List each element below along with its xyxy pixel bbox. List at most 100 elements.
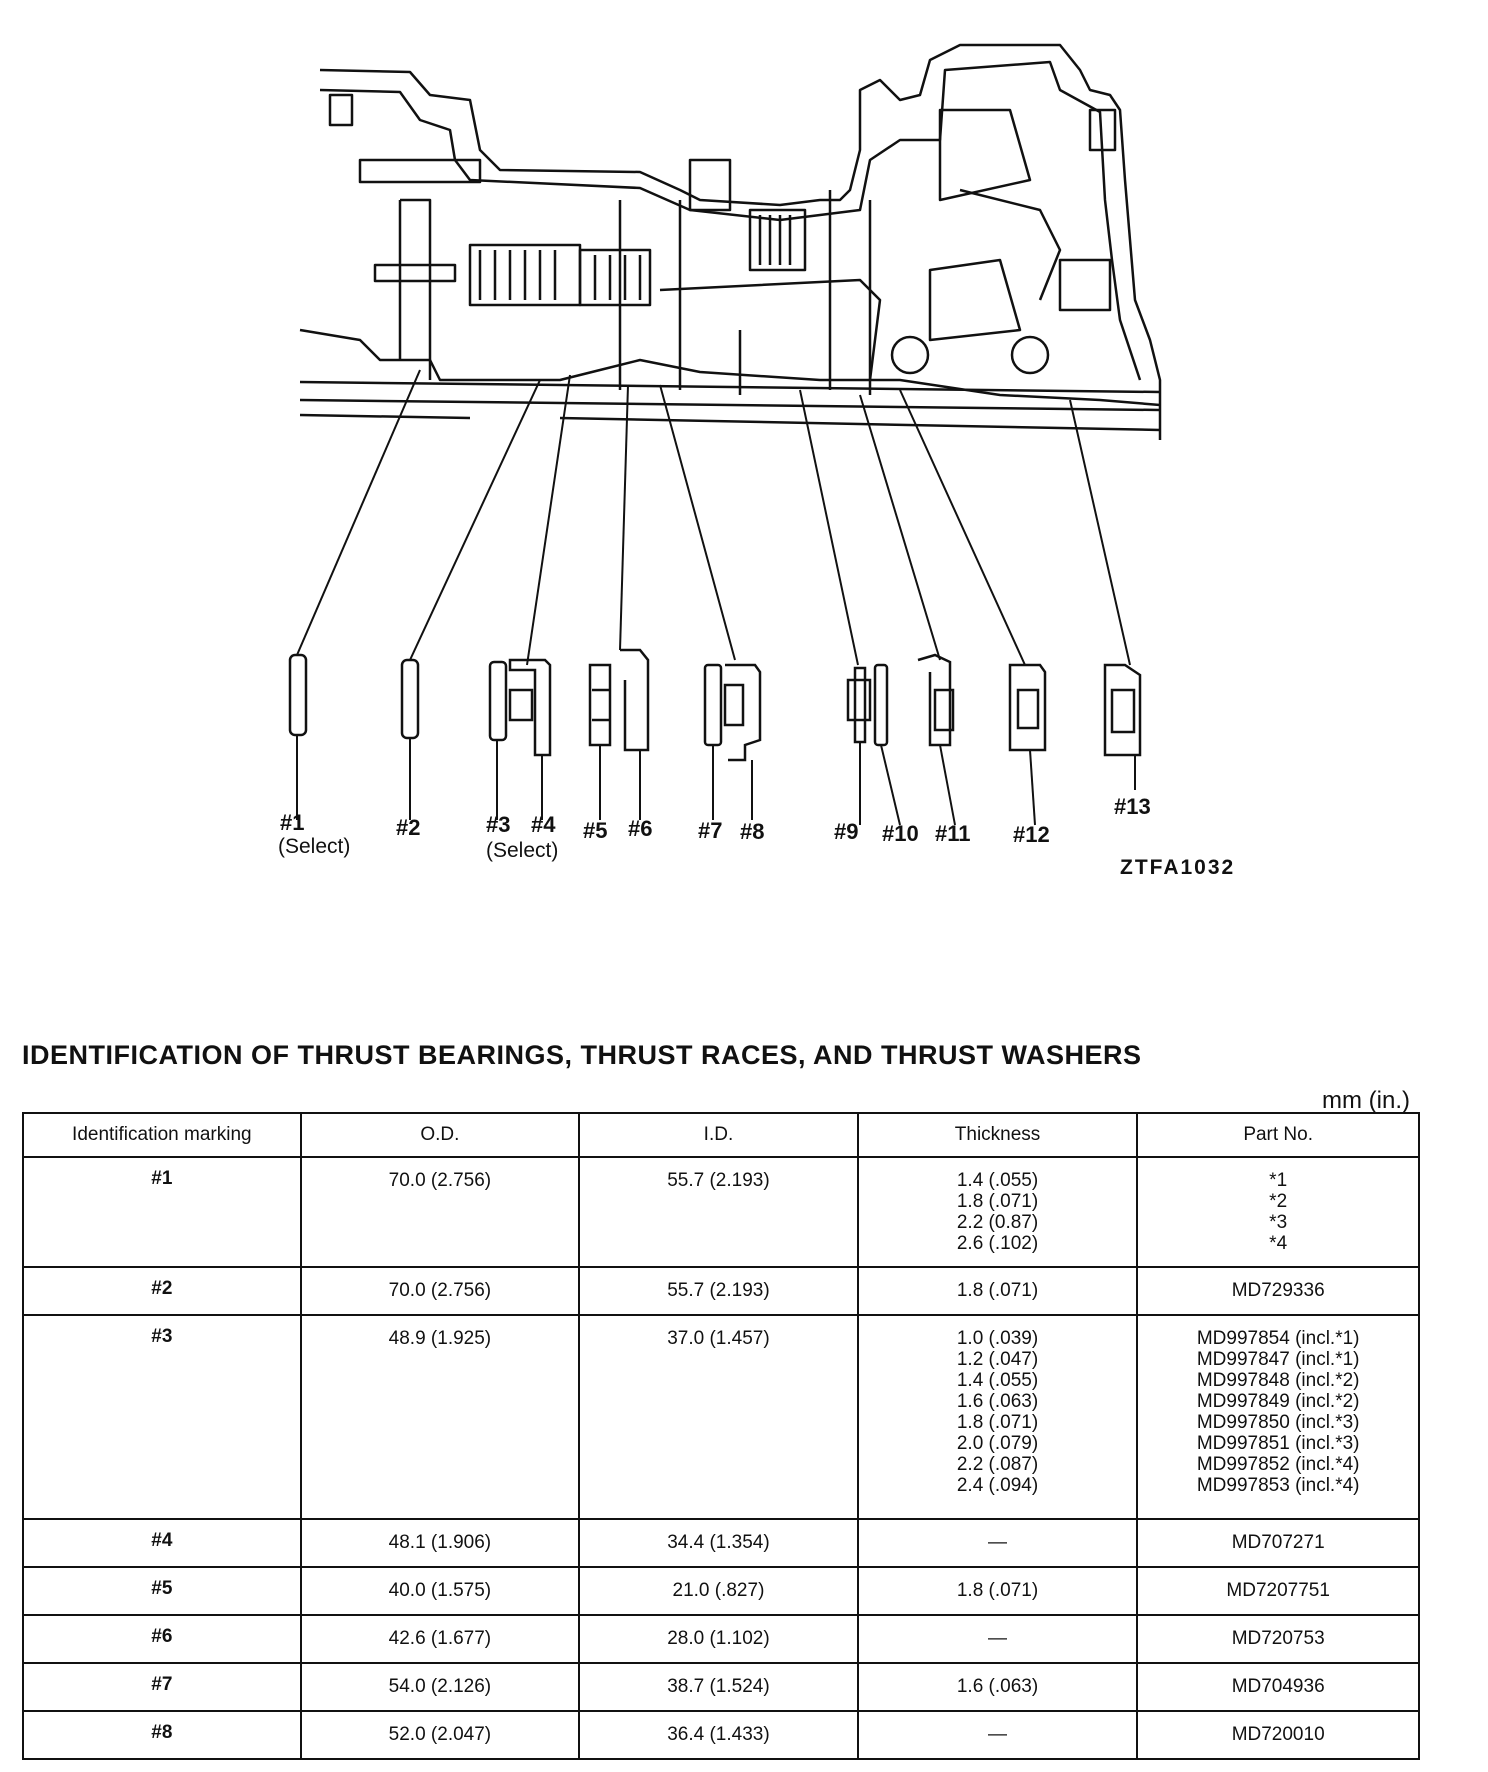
- callout-1: #1: [280, 810, 305, 835]
- thickness-value: 1.6 (.063): [956, 1391, 1039, 1412]
- part-2-shape: [400, 658, 420, 740]
- thickness-value: 2.2 (0.87): [956, 1212, 1039, 1233]
- callout-12: #12: [1013, 822, 1050, 847]
- table-row: #5 40.0 (1.575) 21.0 (.827) 1.8 (.071) M…: [22, 1566, 1420, 1616]
- callout-10: #10: [882, 821, 919, 846]
- part-no-value: *1: [1269, 1170, 1288, 1191]
- callout-6: #6: [628, 816, 653, 841]
- part-3-shape: [488, 660, 508, 742]
- callout-1-note: (Select): [278, 835, 351, 858]
- cell-mark: #2: [22, 1266, 302, 1316]
- part-no-value: *2: [1269, 1191, 1288, 1212]
- thickness-value: 1.0 (.039): [956, 1328, 1039, 1349]
- cell-part-no: MD720753: [1136, 1614, 1420, 1664]
- cell-id: 34.4 (1.354): [578, 1518, 859, 1568]
- part-no-value: *3: [1269, 1212, 1288, 1233]
- cell-thickness: 1.0 (.039) 1.2 (.047) 1.4 (.055) 1.6 (.0…: [856, 1314, 1139, 1520]
- table-row: #6 42.6 (1.677) 28.0 (1.102) — MD720753: [22, 1614, 1420, 1664]
- cell-od: 40.0 (1.575): [299, 1566, 581, 1616]
- cell-mark: #8: [22, 1710, 302, 1760]
- cell-mark: #4: [22, 1518, 302, 1568]
- units-label: mm (in.): [1322, 1087, 1410, 1114]
- cell-mark: #6: [22, 1614, 302, 1664]
- cell-thickness: —: [856, 1710, 1139, 1760]
- cell-thickness: —: [856, 1614, 1139, 1664]
- callout-4: #4: [531, 812, 556, 837]
- part-11-shape: [917, 653, 952, 747]
- part-no-value: MD997849 (incl.*2): [1196, 1391, 1360, 1412]
- table-row: #3 48.9 (1.925) 37.0 (1.457) 1.0 (.039) …: [22, 1314, 1420, 1520]
- table-row: #4 48.1 (1.906) 34.4 (1.354) — MD707271: [22, 1518, 1420, 1568]
- cell-od: 48.9 (1.925): [299, 1314, 581, 1520]
- header-od: O.D.: [299, 1112, 581, 1158]
- callout-13: #13: [1114, 794, 1151, 819]
- part-5-shape: [588, 663, 612, 747]
- callout-3: #3: [486, 812, 511, 837]
- table-header-row: Identification marking O.D. I.D. Thickne…: [22, 1112, 1420, 1158]
- part-no-value: MD997851 (incl.*3): [1196, 1433, 1360, 1454]
- part-6-shape: [620, 648, 650, 752]
- part-10-shape: [873, 663, 889, 747]
- part-no-value: MD997848 (incl.*2): [1196, 1370, 1360, 1391]
- part-no-value: MD997853 (incl.*4): [1196, 1475, 1360, 1496]
- thickness-value: 1.2 (.047): [956, 1349, 1039, 1370]
- part-13-shape: [1103, 663, 1142, 757]
- part-no-value: MD997854 (incl.*1): [1196, 1328, 1360, 1349]
- table-row: #1 70.0 (2.756) 55.7 (2.193) 1.4 (.055) …: [22, 1156, 1420, 1268]
- table-row: #7 54.0 (2.126) 38.7 (1.524) 1.6 (.063) …: [22, 1662, 1420, 1712]
- part-4-shape: [508, 658, 552, 757]
- cell-thickness: 1.8 (.071): [856, 1266, 1139, 1316]
- cell-id: 21.0 (.827): [578, 1566, 859, 1616]
- cell-od: 70.0 (2.756): [299, 1156, 581, 1268]
- part-no-value: MD997847 (incl.*1): [1196, 1349, 1360, 1370]
- cell-part-no: MD729336: [1136, 1266, 1420, 1316]
- thickness-value: 1.4 (.055): [956, 1370, 1039, 1391]
- callout-8: #8: [740, 819, 765, 844]
- cell-part-no: MD997854 (incl.*1) MD997847 (incl.*1) MD…: [1136, 1314, 1420, 1520]
- thickness-value: 1.8 (.071): [956, 1412, 1039, 1433]
- cell-id: 36.4 (1.433): [578, 1710, 859, 1760]
- cell-mark: #3: [22, 1314, 302, 1520]
- cell-id: 55.7 (2.193): [578, 1156, 859, 1268]
- part-12-shape: [1008, 663, 1047, 752]
- thickness-value: 2.2 (.087): [956, 1454, 1039, 1475]
- cell-part-no: MD720010: [1136, 1710, 1420, 1760]
- cell-part-no: *1 *2 *3 *4: [1136, 1156, 1420, 1268]
- cell-thickness: 1.6 (.063): [856, 1662, 1139, 1712]
- thrust-bearing-spec-table: Identification marking O.D. I.D. Thickne…: [22, 1112, 1420, 1760]
- housing-left-outline: [319, 43, 1162, 440]
- cell-id: 55.7 (2.193): [578, 1266, 859, 1316]
- callout-2: #2: [396, 815, 421, 840]
- cell-od: 54.0 (2.126): [299, 1662, 581, 1712]
- cell-id: 28.0 (1.102): [578, 1614, 859, 1664]
- cell-part-no: MD704936: [1136, 1662, 1420, 1712]
- cell-part-no: MD7207751: [1136, 1566, 1420, 1616]
- table-row: #2 70.0 (2.756) 55.7 (2.193) 1.8 (.071) …: [22, 1266, 1420, 1316]
- table-row: #8 52.0 (2.047) 36.4 (1.433) — MD720010: [22, 1710, 1420, 1760]
- callout-7: #7: [698, 818, 723, 843]
- cell-id: 38.7 (1.524): [578, 1662, 859, 1712]
- cell-thickness: 1.8 (.071): [856, 1566, 1139, 1616]
- cell-id: 37.0 (1.457): [578, 1314, 859, 1520]
- cell-part-no: MD707271: [1136, 1518, 1420, 1568]
- cell-mark: #1: [22, 1156, 302, 1268]
- callout-3-note: (Select): [486, 839, 559, 862]
- cell-od: 52.0 (2.047): [299, 1710, 581, 1760]
- header-id: I.D.: [578, 1112, 859, 1158]
- cell-od: 48.1 (1.906): [299, 1518, 581, 1568]
- part-no-value: *4: [1269, 1233, 1288, 1254]
- thickness-value: 1.4 (.055): [956, 1170, 1039, 1191]
- cell-mark: #7: [22, 1662, 302, 1712]
- cell-thickness: 1.4 (.055) 1.8 (.071) 2.2 (0.87) 2.6 (.1…: [856, 1156, 1139, 1268]
- transaxle-cross-section-diagram: [288, 43, 1162, 826]
- thickness-value: 1.8 (.071): [956, 1191, 1039, 1212]
- cell-od: 70.0 (2.756): [299, 1266, 581, 1316]
- thickness-value: 2.4 (.094): [956, 1475, 1039, 1496]
- part-no-value: MD997852 (incl.*4): [1196, 1454, 1360, 1475]
- cell-thickness: —: [856, 1518, 1139, 1568]
- part-9-shape: [846, 678, 872, 722]
- part-no-value: MD997850 (incl.*3): [1196, 1412, 1360, 1433]
- part-1-shape: [288, 653, 308, 737]
- section-title: IDENTIFICATION OF THRUST BEARINGS, THRUS…: [22, 1040, 1142, 1070]
- cell-od: 42.6 (1.677): [299, 1614, 581, 1664]
